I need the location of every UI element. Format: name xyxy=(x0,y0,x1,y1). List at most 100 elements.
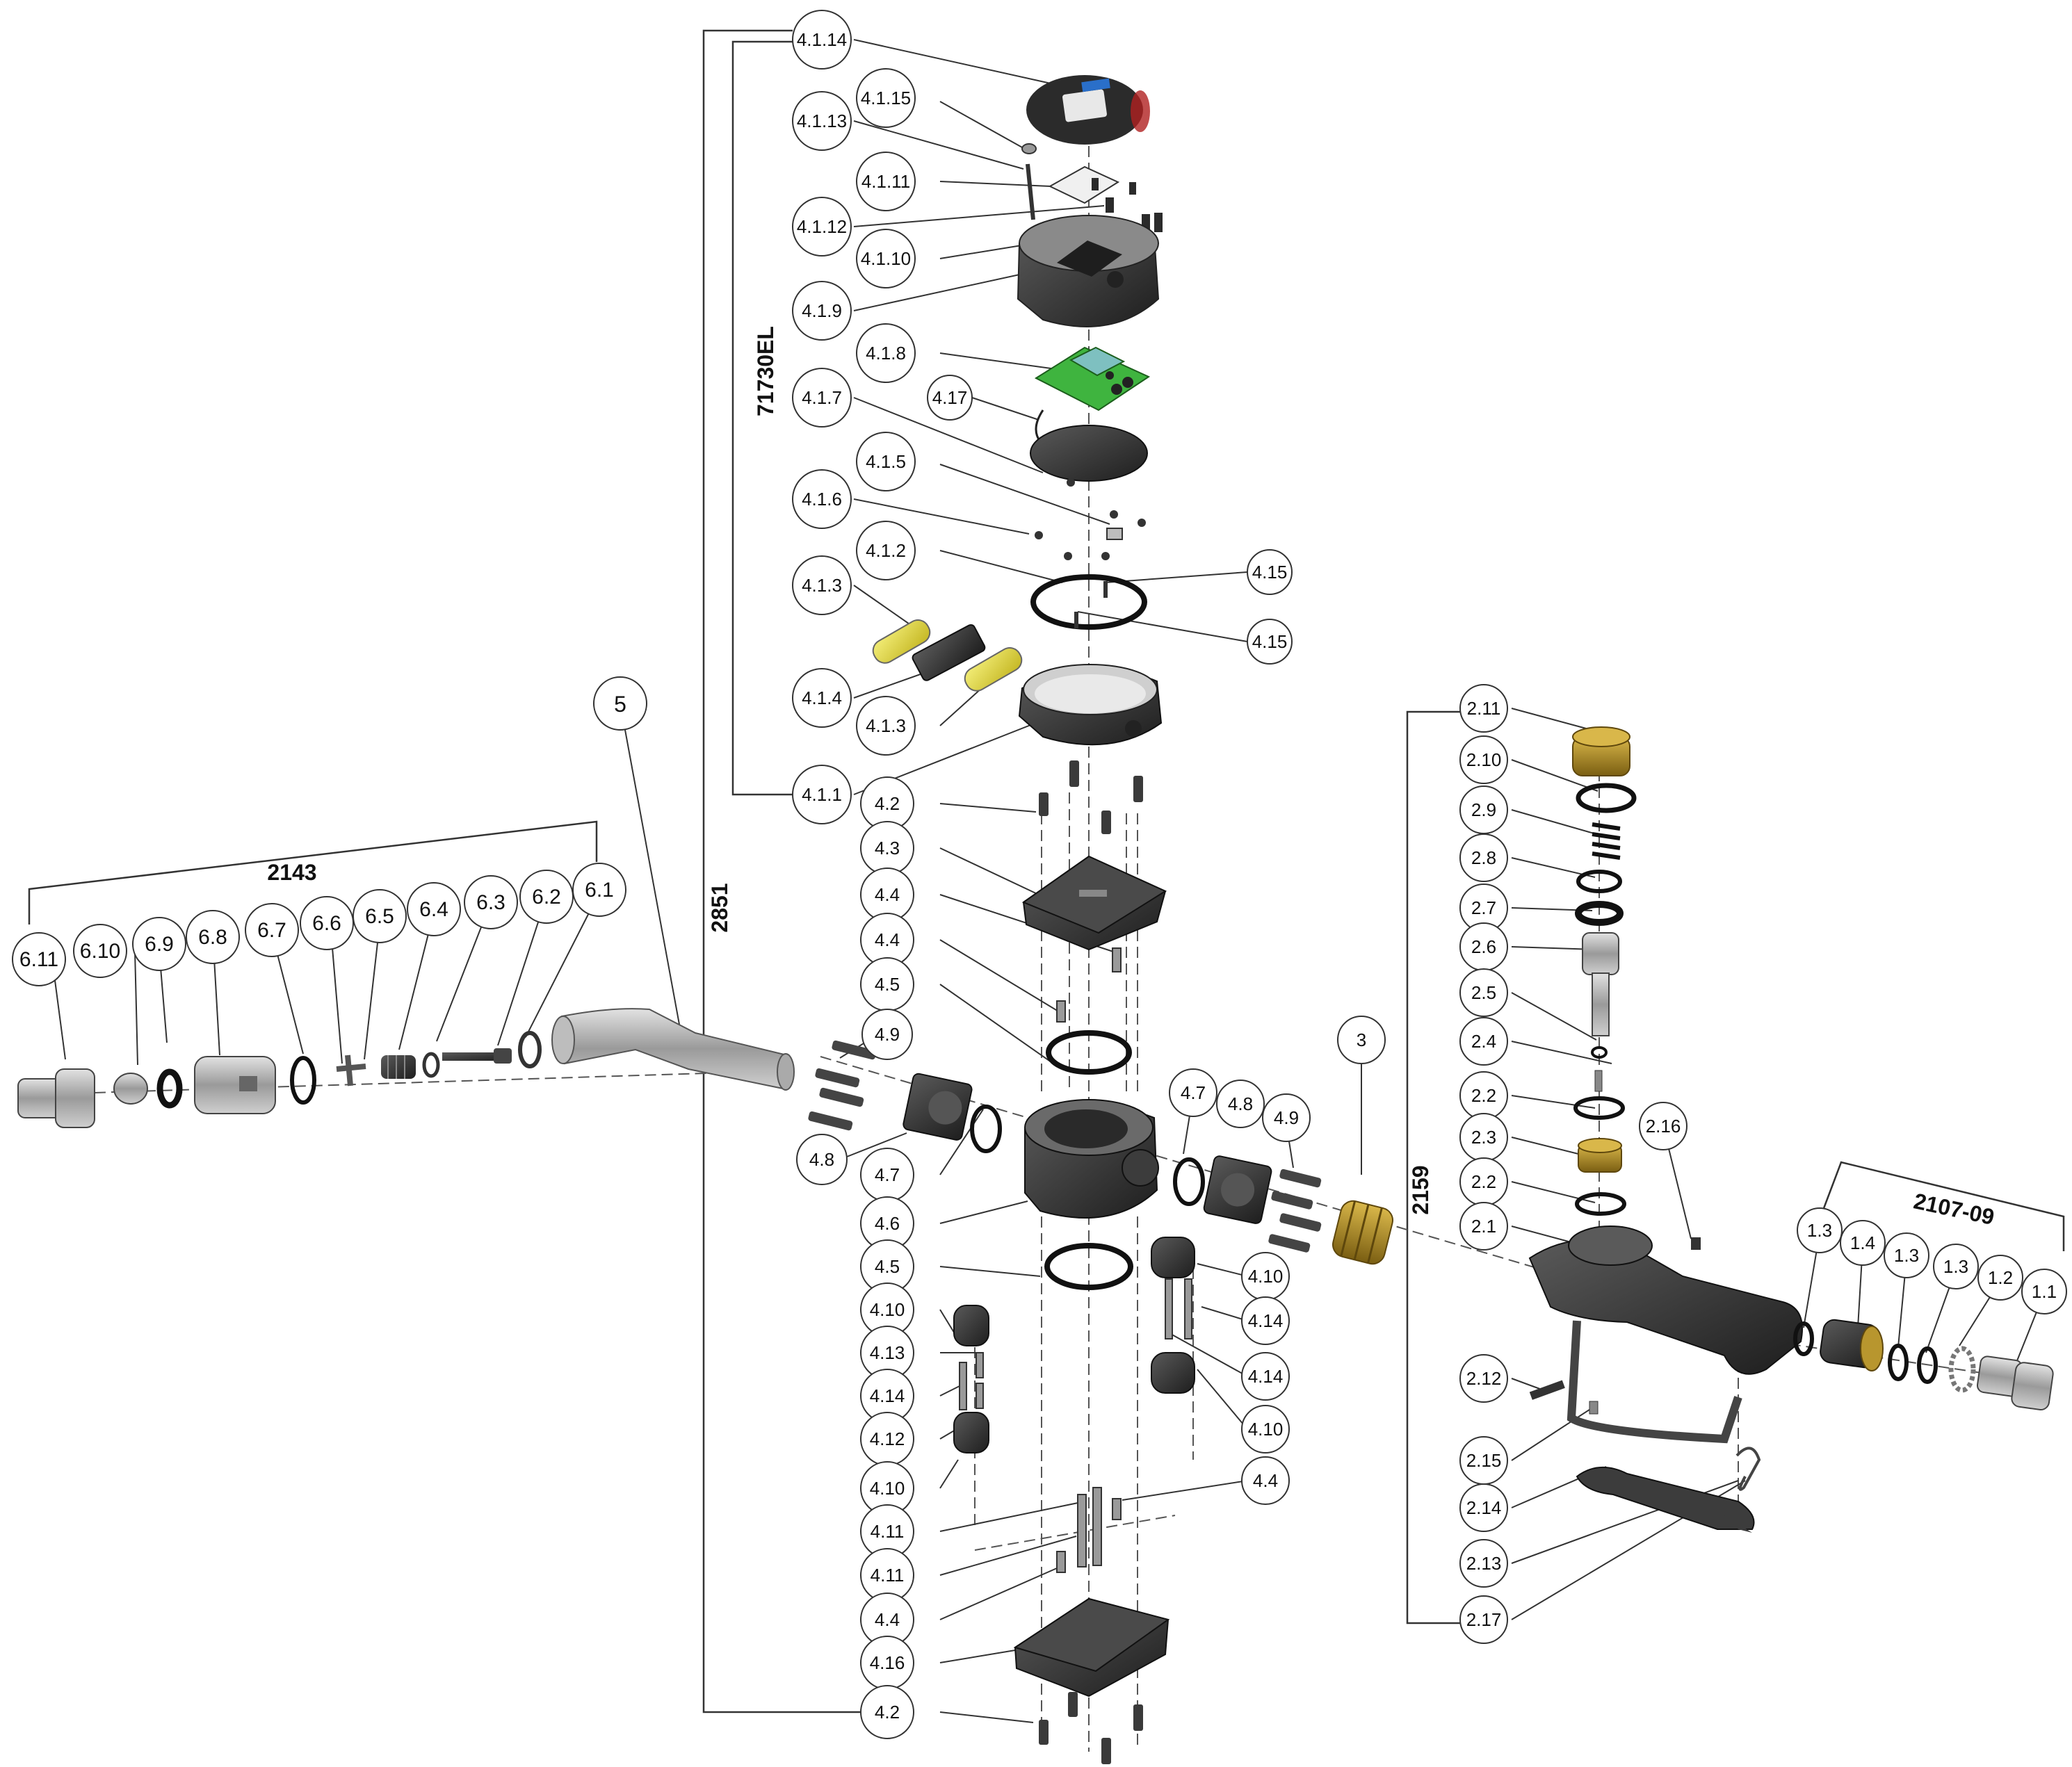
callout-4-11-a: 4.11 xyxy=(860,1504,914,1558)
callout-text: 6.8 xyxy=(198,926,227,949)
callout-text: 4.14 xyxy=(1248,1366,1284,1387)
callout-4-1-3-a: 4.1.3 xyxy=(792,555,852,615)
callout-text: 6.11 xyxy=(19,948,58,971)
callout-6-5: 6.5 xyxy=(353,889,407,943)
cap-o-ring xyxy=(1576,783,1637,813)
callout-text: 6.2 xyxy=(532,886,561,909)
lower-pins xyxy=(1056,1487,1122,1573)
callout-text: 2.7 xyxy=(1471,897,1496,918)
callout-text: 2.5 xyxy=(1471,982,1496,1003)
callout-4-4-d: 4.4 xyxy=(1241,1456,1290,1505)
callout-4-4-a: 4.4 xyxy=(860,868,914,922)
handle-screw xyxy=(1529,1380,1565,1400)
callout-4-10-a: 4.10 xyxy=(860,1282,914,1337)
callout-text: 1.2 xyxy=(1988,1267,2013,1288)
callout-4-8-b: 4.8 xyxy=(1216,1080,1265,1128)
callout-2-7: 2.7 xyxy=(1459,883,1508,932)
lower-cover xyxy=(1013,1597,1170,1697)
label-2851: 2851 xyxy=(707,883,732,932)
callout-text: 2.15 xyxy=(1466,1450,1502,1471)
upper-cover xyxy=(1021,855,1167,951)
callout-text: 4.10 xyxy=(1248,1419,1284,1440)
callout-4-9-a: 4.9 xyxy=(861,1009,913,1060)
callout-6-6: 6.6 xyxy=(300,896,354,950)
callout-text: 2.8 xyxy=(1471,847,1496,868)
large-o-ring xyxy=(1030,574,1147,630)
callout-2-12: 2.12 xyxy=(1459,1354,1508,1403)
nozzle-swivel-parts xyxy=(1793,1319,2054,1411)
gasket-disk xyxy=(1030,425,1148,482)
callout-text: 4.1.3 xyxy=(802,575,842,596)
callout-2-2-b: 2.2 xyxy=(1459,1157,1508,1206)
swivel-ring-1-3a xyxy=(1793,1321,1814,1356)
callout-2-15: 2.15 xyxy=(1459,1436,1508,1485)
callout-4-10-b: 4.10 xyxy=(860,1461,914,1515)
swivel-body-1-4 xyxy=(1820,1319,1884,1371)
callout-6-1: 6.1 xyxy=(572,863,626,917)
swivel-pin xyxy=(336,1054,366,1086)
callout-text: 4.5 xyxy=(875,1256,900,1277)
callout-4-1-1: 4.1.1 xyxy=(792,765,852,824)
callout-text: 4.9 xyxy=(875,1024,900,1045)
callout-text: 4.1.12 xyxy=(797,216,847,237)
callout-4-4-c: 4.4 xyxy=(860,1593,914,1647)
callout-2-17: 2.17 xyxy=(1459,1595,1508,1644)
callout-2-8: 2.8 xyxy=(1459,833,1508,882)
callout-text: 4.16 xyxy=(870,1652,905,1673)
callout-5: 5 xyxy=(593,676,647,731)
callout-2-2-a: 2.2 xyxy=(1459,1071,1508,1120)
callout-text: 1.3 xyxy=(1943,1256,1968,1277)
callout-6-7: 6.7 xyxy=(245,903,299,957)
callout-4-1-15: 4.1.15 xyxy=(856,68,916,128)
seat-o-ring-lower xyxy=(1575,1192,1626,1216)
left-side-o-ring xyxy=(970,1105,1002,1153)
valve-stem xyxy=(1582,932,1619,1036)
callout-1-3-a: 1.3 xyxy=(1797,1207,1843,1253)
callout-2-10: 2.10 xyxy=(1459,735,1508,784)
swivel-circlip xyxy=(518,1031,542,1068)
main-meter-body xyxy=(1024,1099,1159,1219)
callout-text: 4.11 xyxy=(871,1521,905,1542)
left-bolts xyxy=(808,1040,877,1131)
callout-2-4: 2.4 xyxy=(1459,1017,1508,1066)
callout-4-7-b: 4.7 xyxy=(1169,1068,1217,1117)
callout-2-13: 2.13 xyxy=(1459,1539,1508,1588)
callout-4-1-9: 4.1.9 xyxy=(792,281,852,341)
callout-text: 4.11 xyxy=(871,1565,905,1586)
callout-4-10-d: 4.10 xyxy=(1241,1405,1290,1454)
label-2107-09: 2107-09 xyxy=(1911,1188,1996,1230)
label-71730el: 71730EL xyxy=(753,326,778,416)
bracket-2159 xyxy=(1406,710,1464,1624)
swivel-parts xyxy=(17,1008,1393,1265)
bottom-bolts xyxy=(1039,1692,1143,1764)
callout-text: 2.13 xyxy=(1466,1553,1502,1574)
handle-pin xyxy=(1589,1401,1598,1415)
callout-6-3: 6.3 xyxy=(464,875,518,929)
callout-text: 4.1.7 xyxy=(802,387,842,408)
callout-text: 4.7 xyxy=(1181,1082,1206,1103)
callout-6-9: 6.9 xyxy=(132,917,186,971)
callout-text: 4.4 xyxy=(875,929,900,950)
callout-1-2: 1.2 xyxy=(1977,1255,2023,1301)
battery-holder xyxy=(912,624,986,681)
callout-4-12: 4.12 xyxy=(860,1412,914,1466)
callout-4-5-b: 4.5 xyxy=(860,1239,914,1294)
bracket-2107-09 xyxy=(1816,1161,2065,1251)
callout-4-1-6: 4.1.6 xyxy=(792,469,852,529)
callout-text: 4.1.10 xyxy=(861,248,911,269)
callout-text: 4.15 xyxy=(1252,562,1288,583)
callout-1-3-c: 1.3 xyxy=(1933,1244,1979,1289)
callout-4-9-b: 4.9 xyxy=(1262,1093,1311,1142)
callout-4-1-8: 4.1.8 xyxy=(856,323,916,383)
callout-text: 2.10 xyxy=(1466,749,1502,770)
swivel-nut xyxy=(113,1073,148,1105)
callout-text: 4.1.14 xyxy=(797,29,847,50)
callout-6-2: 6.2 xyxy=(519,870,574,924)
callout-text: 4.15 xyxy=(1252,631,1288,652)
callout-text: 4.1.4 xyxy=(802,687,842,708)
callout-4-8-a: 4.8 xyxy=(796,1134,848,1185)
callout-text: 4.1.2 xyxy=(866,540,906,561)
callout-6-10: 6.10 xyxy=(73,924,127,978)
callout-text: 5 xyxy=(614,692,626,717)
callout-4-2-b: 4.2 xyxy=(860,1685,914,1739)
